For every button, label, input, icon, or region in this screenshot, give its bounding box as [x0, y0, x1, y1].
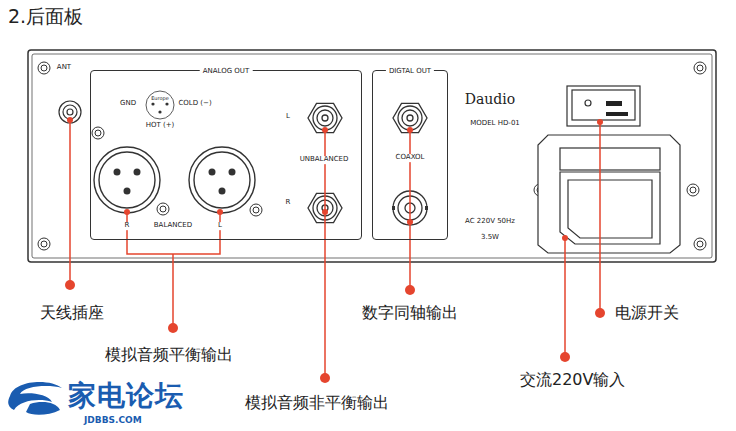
pin-label: COLD (−) — [177, 100, 212, 108]
panel-label: BALANCED — [153, 222, 193, 230]
plug-label: Europe — [150, 96, 170, 102]
page-title: 2.后面板 — [8, 6, 83, 27]
channel-label: L — [285, 113, 291, 121]
callout-label: 模拟音频非平衡输出 — [245, 394, 389, 412]
analog-out-box: ANALOG OUT — [90, 70, 362, 240]
channel-label: R — [285, 199, 292, 207]
pin-label: HOT (+) — [145, 122, 176, 130]
channel-label: L — [217, 222, 223, 230]
callout-label: 数字同轴输出 — [362, 304, 458, 322]
watermark: JDBBS.COM — [84, 416, 142, 426]
pin-label: GND — [119, 100, 137, 108]
watermark: 家电论坛 — [68, 381, 184, 412]
callout-label: 模拟音频平衡输出 — [105, 346, 233, 364]
brand-logo: Daudio — [465, 92, 515, 107]
callout-label: 天线插座 — [40, 304, 104, 322]
panel-label: UNBALANCED — [299, 156, 350, 164]
panel-label: COAXOL — [395, 154, 426, 162]
rating-label: 3.5W — [480, 234, 500, 242]
model-label: MODEL HD-01 — [469, 120, 521, 128]
box-heading: ANALOG OUT — [200, 67, 253, 75]
channel-label: R — [124, 222, 131, 230]
panel-label: ANT — [56, 64, 72, 72]
box-heading: DIGTAL OUT — [386, 67, 434, 75]
callout-label: 交流220V输入 — [520, 371, 625, 389]
rating-label: AC 220V 50Hz — [464, 218, 516, 226]
callout-label: 电源开关 — [615, 304, 679, 322]
